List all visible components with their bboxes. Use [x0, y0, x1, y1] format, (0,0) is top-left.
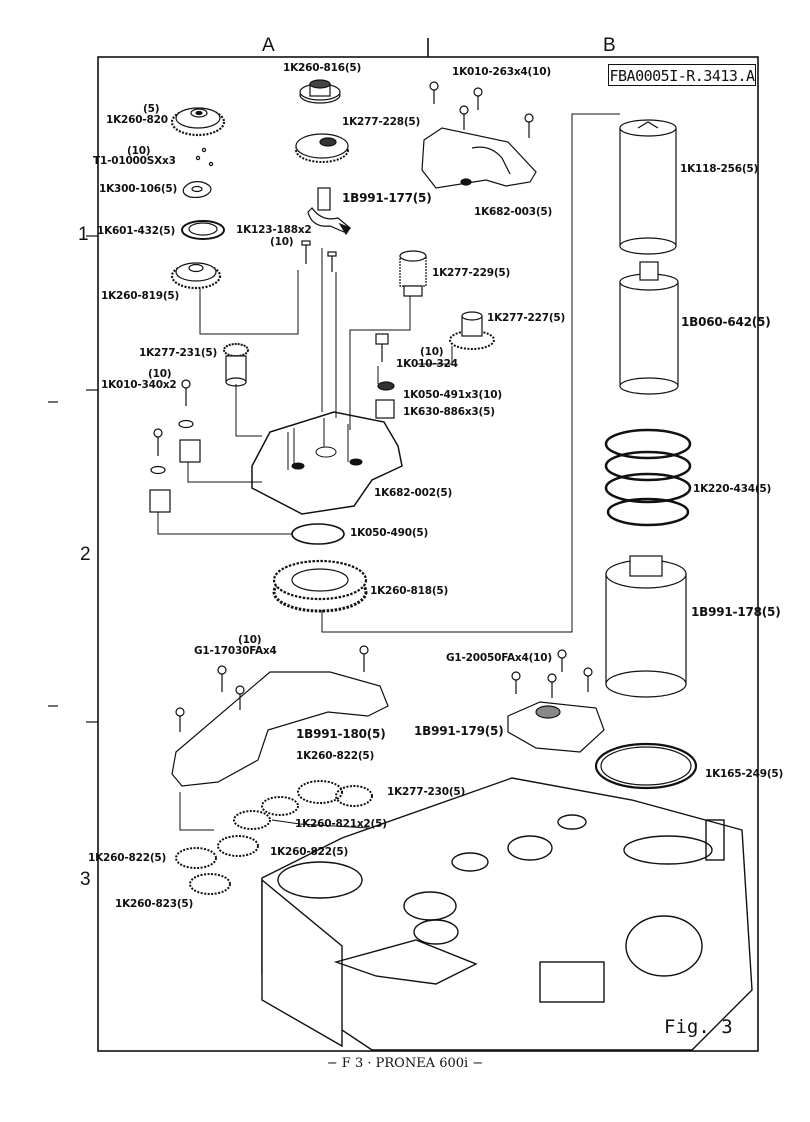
label-1k010-340-qty: (10): [148, 368, 172, 380]
label-1k260-819: 1K260-819(5): [101, 290, 180, 302]
label-1k260-822-a: 1K260-822(5): [296, 750, 375, 762]
label-1k050-490: 1K050-490(5): [350, 527, 429, 539]
gear-1k260-819: [170, 262, 222, 290]
label-1k300-106: 1K300-106(5): [99, 183, 178, 195]
label-1k260-822-b: 1K260-822(5): [270, 846, 349, 858]
screws-g1-20050: [511, 649, 593, 698]
label-g1-17030-qty: (10): [238, 634, 262, 646]
label-1k260-822-c: 1K260-822(5): [88, 852, 167, 864]
label-1k260-821: 1K260-821x2(5): [295, 818, 387, 830]
column-label-b: B: [603, 35, 616, 56]
page-footer: − F 3 · PRONEA 600i −: [326, 1056, 484, 1071]
row-label-3: 3: [80, 869, 91, 890]
figure-label: Fig. 3: [664, 1016, 733, 1038]
label-1k010-324-qty: (10): [420, 346, 444, 358]
plate-1b991-180: [171, 671, 389, 787]
gear-1k277-227: [449, 311, 495, 350]
label-1k260-818: 1K260-818(5): [370, 585, 449, 597]
screws-1k010-263: [429, 81, 534, 138]
label-1b060-642: 1B060-642(5): [681, 315, 771, 329]
label-g1-20050: G1-20050FAx4(10): [446, 652, 552, 664]
screws-1k123-188: [301, 240, 337, 272]
document-code-box: FBA0005I-R.3413.A: [608, 64, 756, 86]
label-1k010-263: 1K010-263x4(10): [452, 66, 551, 78]
label-1b991-180: 1B991-180(5): [296, 727, 386, 741]
gear-1k260-820: [170, 107, 226, 137]
plate-1k682-003: [421, 127, 537, 189]
screws-1k010-340: [149, 379, 201, 513]
label-1k123-188-qty: (10): [270, 236, 294, 248]
camera-body: [261, 777, 753, 1051]
label-t1-01000sx: T1-01000SXx3: [93, 155, 176, 167]
gear-1k260-818: [272, 559, 368, 613]
label-1k682-003: 1K682-003(5): [474, 206, 553, 218]
label-t1-qty: (10): [127, 145, 151, 157]
barrel-1b991-178: [605, 555, 687, 698]
label-g1-17030: G1-17030FAx4: [194, 645, 277, 657]
gear-1k277-228: [295, 133, 349, 163]
label-1b991-179: 1B991-179(5): [414, 724, 504, 738]
label-1k277-227: 1K277-227(5): [487, 312, 566, 324]
gear-1k277-229: [399, 250, 427, 297]
label-1k010-324: 1K010-324: [396, 358, 458, 370]
label-1k260-820-qty: (5): [143, 103, 160, 115]
screws-g1-17030: [175, 645, 369, 732]
label-1b991-177: 1B991-177(5): [342, 191, 432, 205]
motor-1b060-642: [619, 261, 679, 395]
label-1k165-249: 1K165-249(5): [705, 768, 784, 780]
label-1k050-491: 1K050-491x3(10): [403, 389, 502, 401]
label-1k277-229: 1K277-229(5): [432, 267, 511, 279]
ring-1k601-432: [181, 220, 225, 240]
washer-1k050-491: [377, 381, 395, 391]
gear-1k260-816: [299, 79, 341, 104]
label-1k277-231: 1K277-231(5): [139, 347, 218, 359]
housing-1k682-002: [251, 411, 403, 515]
gear-1k277-231: [223, 343, 249, 387]
leader-lines: [157, 113, 620, 633]
label-1k123-188: 1K123-188x2: [236, 224, 312, 236]
ring-1k165-249: [594, 742, 698, 790]
label-1k220-434: 1K220-434(5): [693, 483, 772, 495]
label-1k010-340: 1K010-340x2: [101, 379, 177, 391]
column-label-a: A: [262, 35, 275, 56]
label-1k260-823: 1K260-823(5): [115, 898, 194, 910]
bushing-1k630-886: [375, 399, 395, 419]
label-1k682-002: 1K682-002(5): [374, 487, 453, 499]
part-1k300-106: [182, 181, 212, 199]
label-1b991-178: 1B991-178(5): [691, 605, 781, 619]
row-label-1: 1: [78, 224, 89, 245]
small-gears: [175, 780, 373, 895]
label-1k277-230: 1K277-230(5): [387, 786, 466, 798]
label-1k260-820: 1K260-820: [106, 114, 168, 126]
label-1k601-432: 1K601-432(5): [97, 225, 176, 237]
label-1k277-228: 1K277-228(5): [342, 116, 421, 128]
label-1k260-816: 1K260-816(5): [283, 62, 362, 74]
cylinder-1k118-256: [619, 119, 677, 255]
row-label-2: 2: [80, 544, 91, 565]
label-1k118-256: 1K118-256(5): [680, 163, 759, 175]
label-1k630-886: 1K630-886x3(5): [403, 406, 495, 418]
plate-1b991-179: [507, 701, 605, 753]
ring-1k050-490: [291, 523, 345, 545]
spring-1k220-434: [604, 428, 692, 527]
part-1b991-177: [307, 187, 352, 236]
